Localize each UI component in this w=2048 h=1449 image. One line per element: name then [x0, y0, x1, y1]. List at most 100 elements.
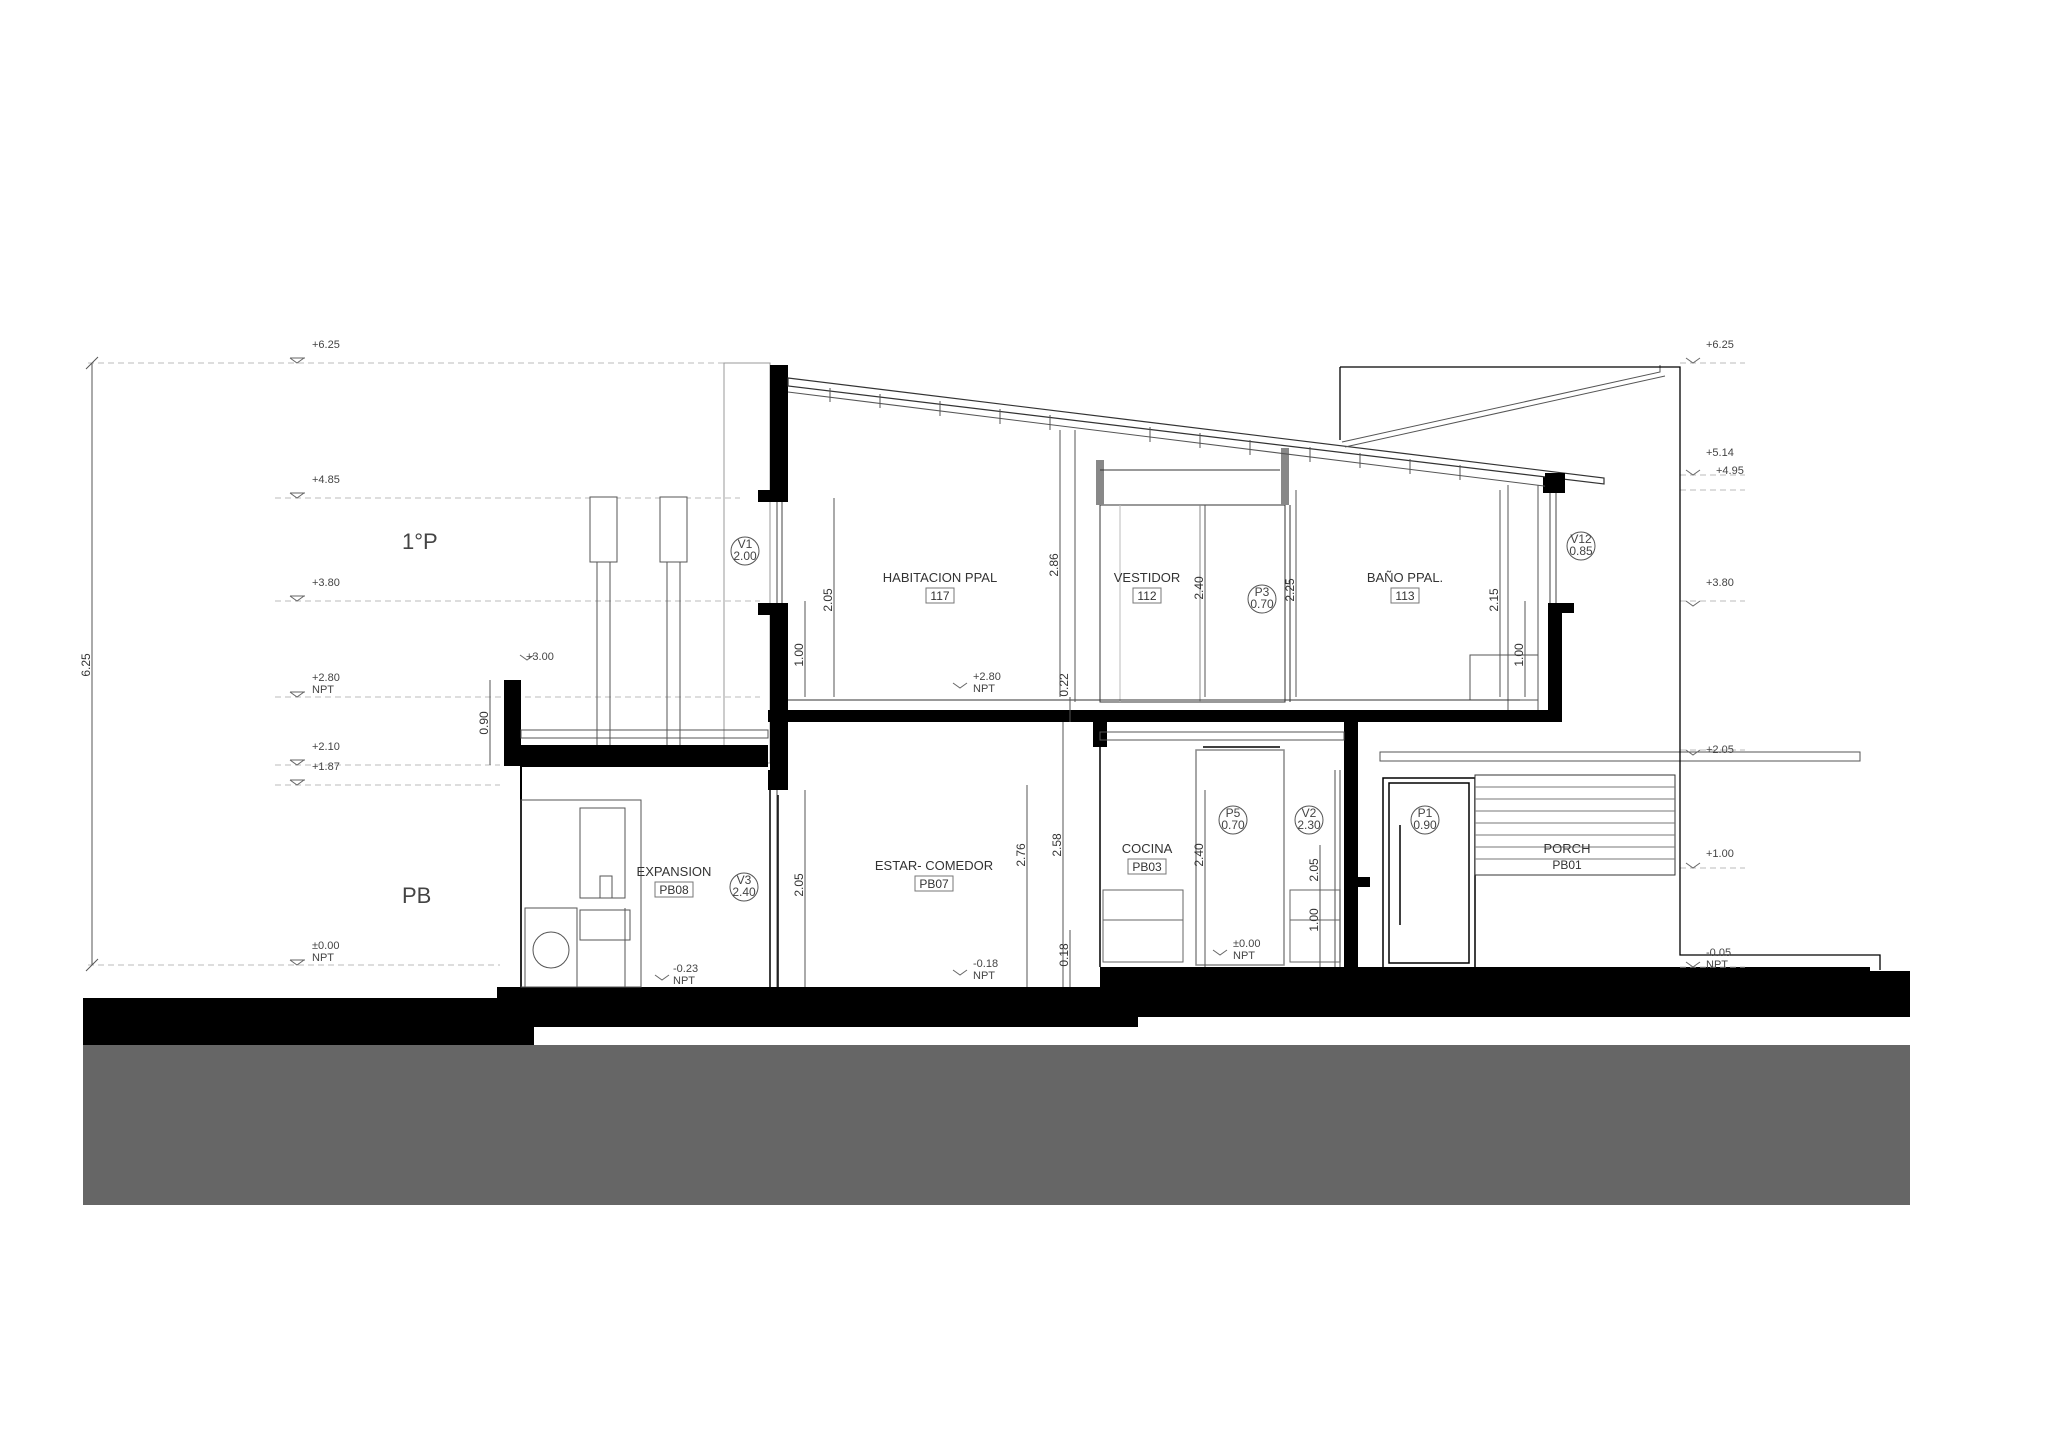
sloped-roof — [787, 365, 1881, 970]
svg-text:+2.05: +2.05 — [1706, 744, 1734, 756]
room-name-bano: BAÑO PPAL. — [1367, 570, 1443, 585]
svg-text:2.76: 2.76 — [1014, 843, 1028, 867]
svg-text:+2.80: +2.80 — [973, 671, 1001, 683]
room-code-porch: PB01 — [1552, 858, 1582, 872]
opening-tag: V12 0.85 — [1566, 531, 1596, 561]
ground-fill — [83, 1045, 1910, 1205]
svg-text:V1: V1 — [738, 537, 753, 551]
svg-text:0.70: 0.70 — [1221, 818, 1245, 832]
room-name-habitacion: HABITACION PPAL — [883, 570, 997, 585]
room-name-porch: PORCH — [1544, 841, 1591, 856]
room-code-estar: PB07 — [919, 877, 949, 891]
svg-text:1.00: 1.00 — [1512, 643, 1526, 667]
svg-text:NPT: NPT — [973, 683, 995, 695]
svg-text:±0.00: ±0.00 — [1233, 938, 1260, 950]
opening-tag: V1 2.00 — [730, 536, 760, 566]
svg-text:1.00: 1.00 — [792, 643, 806, 667]
floor-label-upper: 1°P — [402, 529, 438, 554]
room-code-cocina: PB03 — [1132, 860, 1162, 874]
svg-text:2.05: 2.05 — [821, 588, 835, 612]
level-markers-inner: +3.00 +2.80 NPT -0.23 NPT -0.18 NPT ±0.0… — [519, 651, 1260, 987]
ground-floor-walls — [769, 746, 1476, 987]
svg-text:V3: V3 — [737, 873, 752, 887]
svg-text:2.05: 2.05 — [1307, 858, 1321, 882]
porch-roof — [1474, 774, 1676, 876]
svg-text:2.40: 2.40 — [1192, 843, 1206, 867]
opening-tag: P3 0.70 — [1247, 584, 1277, 614]
svg-text:+5.14: +5.14 — [1706, 447, 1734, 459]
foundation-slab — [83, 967, 1910, 1045]
dimension-lines — [489, 430, 1526, 987]
svg-text:+6.25: +6.25 — [1706, 339, 1734, 351]
svg-text:+3.00: +3.00 — [526, 651, 554, 663]
svg-text:+1.00: +1.00 — [1706, 848, 1734, 860]
svg-text:V2: V2 — [1302, 806, 1317, 820]
svg-text:2.25: 2.25 — [1283, 578, 1297, 602]
room-labels: HABITACION PPAL 117 VESTIDOR 112 BAÑO PP… — [637, 570, 1591, 898]
svg-text:+4.95: +4.95 — [1716, 465, 1744, 477]
svg-text:2.30: 2.30 — [1297, 818, 1321, 832]
svg-text:V12: V12 — [1570, 532, 1592, 546]
level-left-1: +6.25 — [312, 339, 340, 351]
svg-text:2.86: 2.86 — [1047, 553, 1061, 577]
level-left-4-sub: NPT — [312, 684, 334, 696]
svg-text:-0.18: -0.18 — [973, 958, 998, 970]
upper-floor-walls — [788, 430, 1861, 762]
terrace — [504, 680, 769, 987]
opening-tag: V2 2.30 — [1294, 805, 1324, 835]
svg-text:P5: P5 — [1226, 806, 1241, 820]
window-jambs — [776, 493, 1557, 987]
svg-text:NPT: NPT — [1233, 950, 1255, 962]
opening-tag: P5 0.70 — [1218, 805, 1248, 835]
svg-text:2.40: 2.40 — [732, 885, 756, 899]
level-left-7-sub: NPT — [312, 952, 334, 964]
overall-height-label: 6.25 — [79, 653, 93, 677]
floor-label-ground: PB — [402, 883, 431, 908]
level-left-4: +2.80 — [312, 672, 340, 684]
level-left-7: ±0.00 — [312, 940, 339, 952]
level-left-5: +2.10 — [312, 741, 340, 753]
svg-text:-0.23: -0.23 — [673, 963, 698, 975]
level-left-3: +3.80 — [312, 577, 340, 589]
opening-tag: V3 2.40 — [729, 872, 759, 902]
svg-text:+3.80: +3.80 — [1706, 577, 1734, 589]
level-lines — [88, 362, 1745, 968]
svg-text:0.85: 0.85 — [1569, 544, 1593, 558]
level-markers-left: +6.25 +4.85 +3.80 +2.80 NPT +2.10 +1.87 … — [289, 339, 340, 966]
opening-tag: P1 0.90 — [1410, 805, 1440, 835]
room-code-bano: 113 — [1395, 589, 1414, 603]
svg-text:2.15: 2.15 — [1487, 588, 1501, 612]
svg-text:2.40: 2.40 — [1192, 576, 1206, 600]
room-name-estar: ESTAR- COMEDOR — [875, 858, 993, 873]
level-left-6: +1.87 — [312, 761, 340, 773]
svg-text:2.58: 2.58 — [1050, 833, 1064, 857]
room-name-expansion: EXPANSION — [637, 864, 712, 879]
svg-text:0.70: 0.70 — [1250, 597, 1274, 611]
svg-text:P1: P1 — [1418, 806, 1433, 820]
room-code-expansion: PB08 — [659, 883, 689, 897]
svg-text:0.22: 0.22 — [1057, 673, 1071, 697]
room-code-vestidor: 112 — [1137, 589, 1156, 603]
opening-tags: V1 2.00 P3 0.70 V12 0.85 V3 2.40 P5 0.70… — [729, 531, 1596, 902]
laundry-fixtures — [520, 799, 642, 988]
svg-text:1.00: 1.00 — [1307, 908, 1321, 932]
svg-text:0.90: 0.90 — [1413, 818, 1437, 832]
main-walls — [758, 365, 1574, 967]
svg-text:NPT: NPT — [1706, 959, 1728, 971]
overall-height-dimension: 6.25 — [79, 356, 99, 972]
svg-text:NPT: NPT — [973, 970, 995, 982]
svg-text:P3: P3 — [1255, 585, 1270, 599]
svg-text:0.18: 0.18 — [1057, 943, 1071, 967]
svg-text:0.90: 0.90 — [477, 711, 491, 735]
level-markers-right: +6.25 +5.14 +4.95 +3.80 +2.05 +1.00 -0.0… — [1685, 339, 1744, 971]
room-name-vestidor: VESTIDOR — [1114, 570, 1180, 585]
svg-text:NPT: NPT — [673, 975, 695, 987]
svg-text:-0.05: -0.05 — [1706, 947, 1731, 959]
chimney-ducts — [589, 362, 771, 765]
level-left-2: +4.85 — [312, 474, 340, 486]
room-code-habitacion: 117 — [930, 589, 949, 603]
room-name-cocina: COCINA — [1122, 841, 1173, 856]
dimension-values: 2.05 1.00 2.86 2.40 2.25 2.15 1.00 0.22 … — [477, 553, 1526, 967]
svg-text:2.00: 2.00 — [733, 549, 757, 563]
